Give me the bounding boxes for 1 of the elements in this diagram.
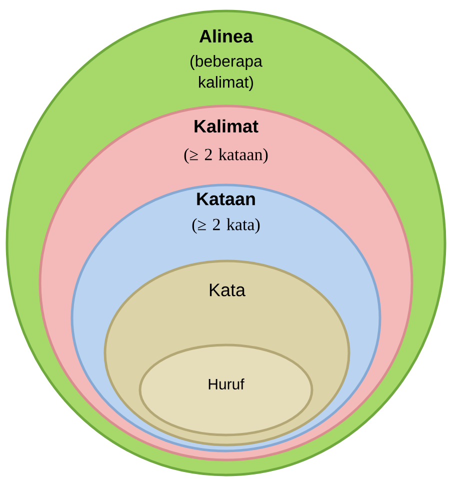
ellipse-band: Huruf [138,344,314,436]
